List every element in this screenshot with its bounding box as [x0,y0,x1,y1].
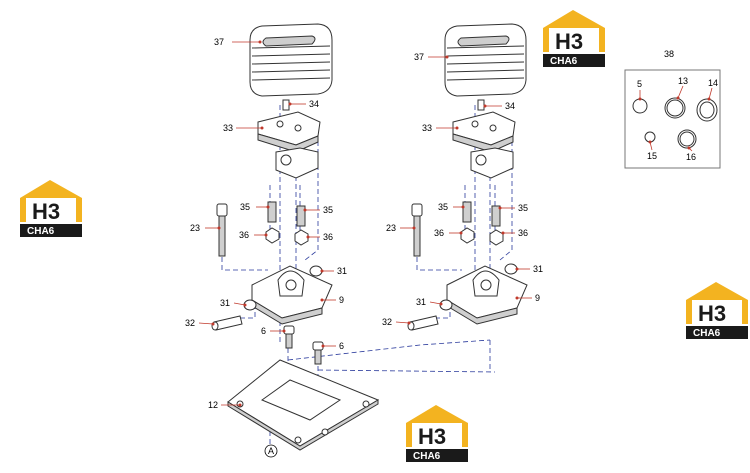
seal-kit-38 [624,69,721,169]
watermark-4-bottom: CHA6 [413,451,441,462]
watermark-logo-1: H3 CHA6 [543,10,605,67]
callout-35b-right: 35 [518,203,528,213]
callout-33-left: 33 [223,123,233,133]
set-screw-35-left [267,201,306,227]
screw-34-left [282,99,290,111]
callout-35b-left: 35 [323,205,333,215]
callout-36b-left: 36 [323,232,333,242]
watermark-2-top: H3 [32,199,60,224]
callout-38: 38 [664,49,674,59]
bolt-6-left [283,325,324,365]
leader-lines [198,40,713,407]
watermark-3-top: H3 [698,301,726,326]
watermark-1-bottom: CHA6 [550,56,578,67]
callout-6a-left: 6 [261,326,266,336]
callout-37-right: 37 [414,52,424,62]
lever-bracket-left [257,111,321,179]
callout-35a-left: 35 [240,202,250,212]
callout-31b-right: 31 [416,297,426,307]
reference-mark: A [264,444,278,458]
plate-12-left [227,359,380,451]
callout-35a-right: 35 [438,202,448,212]
watermark-1-top: H3 [555,29,583,54]
callout-15: 15 [647,151,657,161]
callout-34-left: 34 [309,99,319,109]
callout-32-left: 32 [185,318,195,328]
bushing-31-left [243,265,323,311]
callout-31b-left: 31 [220,298,230,308]
callout-36b-right: 36 [518,228,528,238]
callout-labels: 37 34 33 35 35 23 36 36 31 9 31 32 6 6 1… [185,37,718,410]
callout-23-left: 23 [190,223,200,233]
callout-16: 16 [686,152,696,162]
pin-32-right [407,315,439,331]
callout-36a-left: 36 [239,230,249,240]
callout-31a-left: 31 [337,266,347,276]
nut-36-left [265,227,309,246]
callout-14: 14 [708,78,718,88]
callout-12-left: 12 [208,400,218,410]
reference-mark-label: A [268,446,274,456]
callout-31a-right: 31 [533,264,543,274]
callout-34-right: 34 [505,101,515,111]
boot-right [444,23,527,97]
bushing-31-right [439,263,518,311]
callout-32-right: 32 [382,317,392,327]
callout-23-right: 23 [386,223,396,233]
watermark-logo-2: H3 CHA6 [20,180,82,237]
watermark-2-bottom: CHA6 [27,226,55,237]
pin-32-left [211,315,243,331]
nut-36-right [460,227,504,246]
callout-37-left: 37 [214,37,224,47]
screw-34-right [477,99,485,111]
callout-13: 13 [678,76,688,86]
lever-bracket-right [452,111,516,179]
bolt-23-right [411,203,423,257]
base-9-right [446,265,528,325]
bolt-23-left [216,203,228,257]
callout-9-right: 9 [535,293,540,303]
callout-9-left: 9 [339,295,344,305]
watermark-4-top: H3 [418,424,446,449]
callout-36a-right: 36 [434,228,444,238]
callout-33-right: 33 [422,123,432,133]
boot-left [249,23,333,97]
watermark-logo-4: H3 CHA6 [406,405,468,462]
callout-5: 5 [637,79,642,89]
callout-6b-left: 6 [339,341,344,351]
watermark-logo-3: H3 CHA6 [686,282,748,339]
set-screw-35-right [462,201,501,227]
watermark-3-bottom: CHA6 [693,328,721,339]
